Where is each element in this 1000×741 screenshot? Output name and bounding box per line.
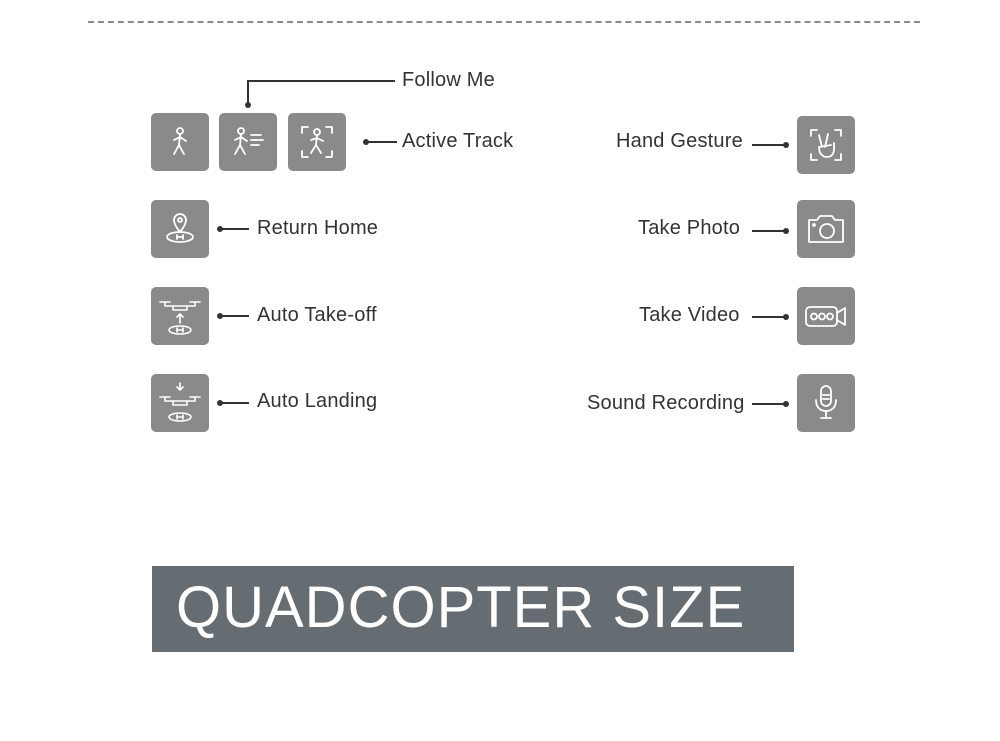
active-track-icon xyxy=(288,113,346,171)
auto-takeoff-icon xyxy=(151,287,209,345)
sound-recording-label: Sound Recording xyxy=(587,392,745,414)
follow-me-icon xyxy=(219,113,277,171)
hand-gesture-label: Hand Gesture xyxy=(616,130,743,152)
callout-dot xyxy=(245,102,251,108)
callout-line xyxy=(219,402,249,404)
callout-line xyxy=(365,141,397,143)
callout-line xyxy=(752,144,786,146)
return-home-icon xyxy=(151,200,209,258)
callout-dot xyxy=(783,228,789,234)
callout-line xyxy=(752,403,786,405)
take-photo-label: Take Photo xyxy=(638,217,741,239)
microphone-icon xyxy=(797,374,855,432)
callout-line xyxy=(247,80,249,104)
callout-line xyxy=(219,315,249,317)
callout-line xyxy=(752,230,786,232)
callout-line xyxy=(219,228,249,230)
callout-dot xyxy=(783,142,789,148)
dashed-divider xyxy=(88,21,920,23)
auto-takeoff-label: Auto Take-off xyxy=(257,304,377,326)
active-track-label: Active Track xyxy=(402,130,514,152)
follow-me-label: Follow Me xyxy=(402,69,495,91)
banner-title: QUADCOPTER SIZE xyxy=(176,575,746,640)
callout-line xyxy=(752,316,786,318)
camera-icon xyxy=(797,200,855,258)
auto-landing-icon xyxy=(151,374,209,432)
walking-person-icon xyxy=(151,113,209,171)
auto-landing-label: Auto Landing xyxy=(257,390,378,412)
return-home-label: Return Home xyxy=(257,217,379,239)
hand-gesture-icon xyxy=(797,116,855,174)
callout-line xyxy=(247,80,395,82)
take-video-label: Take Video xyxy=(639,304,740,326)
callout-dot xyxy=(783,401,789,407)
video-camera-icon xyxy=(797,287,855,345)
callout-dot xyxy=(783,314,789,320)
section-banner xyxy=(152,566,794,652)
